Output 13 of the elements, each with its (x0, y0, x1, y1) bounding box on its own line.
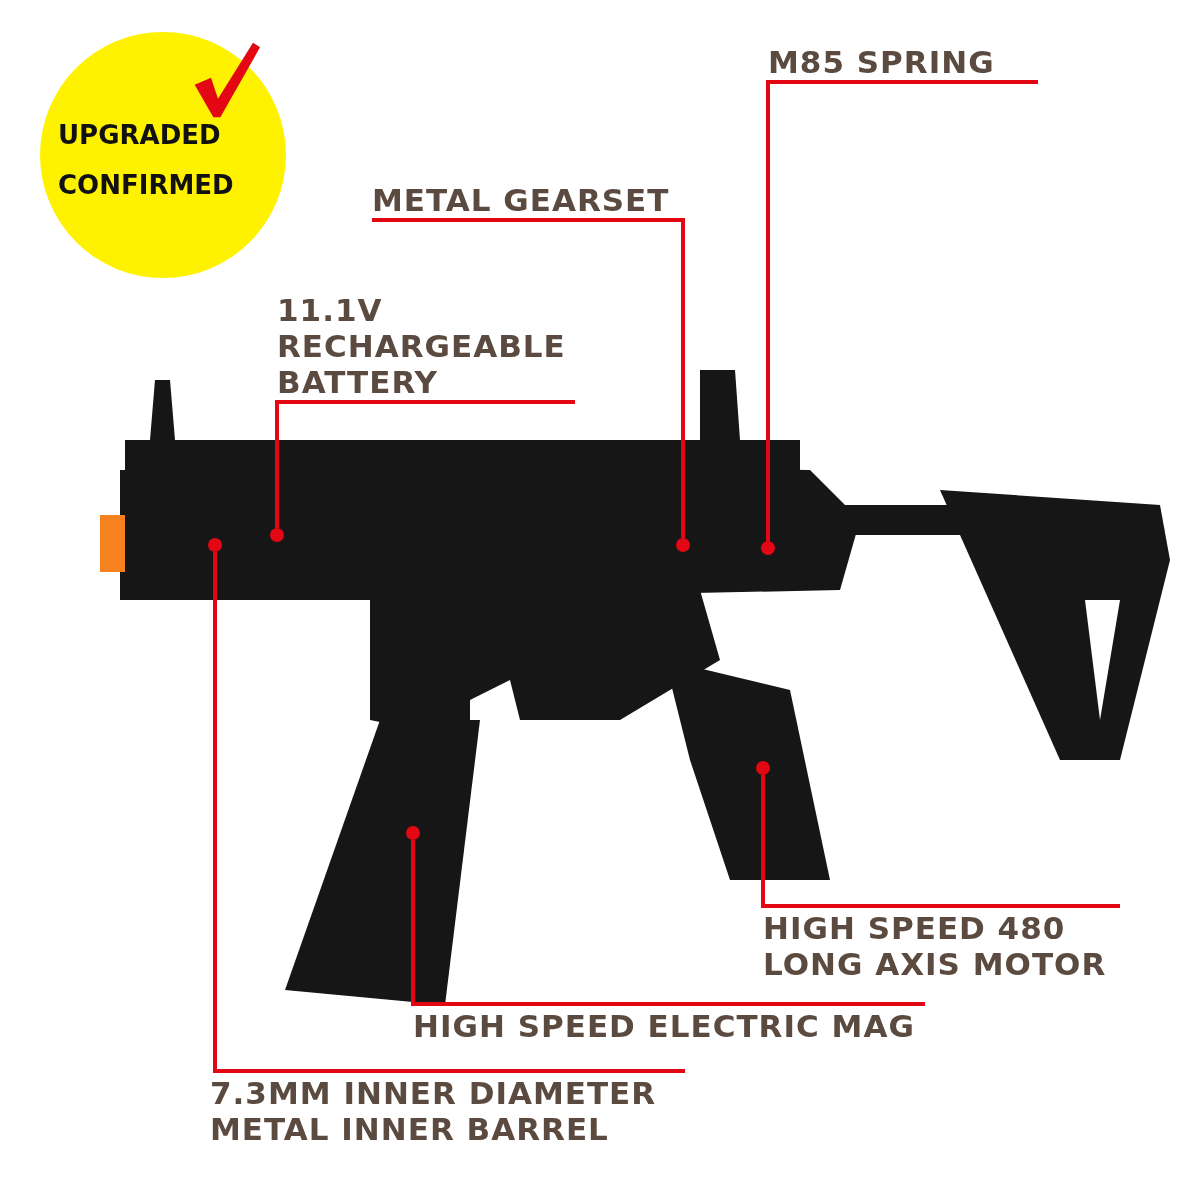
callout-label: 11.1V RECHARGEABLE BATTERY (277, 292, 577, 400)
leader-line (275, 400, 575, 528)
callout-label: HIGH SPEED 480 LONG AXIS MOTOR (763, 910, 1143, 982)
leader-line (761, 775, 1120, 908)
leader-line (213, 552, 685, 1073)
leader-line (372, 218, 685, 538)
callout-label: M85 SPRING (768, 44, 1048, 80)
leader-line (766, 80, 1038, 541)
leader-line (411, 840, 925, 1006)
callout-label: HIGH SPEED ELECTRIC MAG (413, 1008, 973, 1044)
callout-label: METAL GEARSET (372, 182, 702, 218)
callout-label: 7.3MM INNER DIAMETER METAL INNER BARREL (210, 1075, 690, 1147)
badge-text: UPGRADED CONFIRMED (58, 119, 235, 202)
